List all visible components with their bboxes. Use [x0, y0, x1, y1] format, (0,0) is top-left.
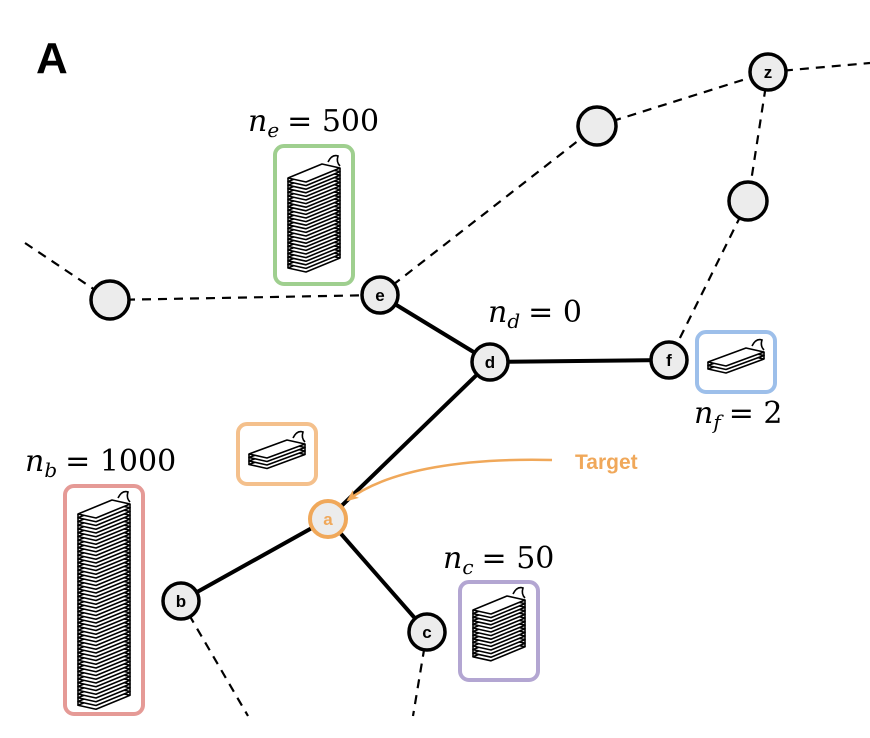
- node-b: b: [161, 581, 201, 621]
- node-d-label: d: [485, 353, 495, 372]
- document-stack-icon: [248, 430, 306, 470]
- graph-node: [89, 279, 131, 321]
- node-d: d: [470, 342, 510, 382]
- panel-label: A: [36, 34, 68, 83]
- solid-edge-d-f: [489, 358, 670, 364]
- node-e-label: e: [375, 286, 384, 305]
- count-label-b: nb= 1000: [25, 444, 176, 482]
- node-c: c: [407, 612, 447, 652]
- dashed-edge: [596, 70, 769, 128]
- count-label-c: nc= 50: [443, 541, 554, 579]
- document-stack-icon: [287, 154, 341, 273]
- dashed-edge: [411, 631, 429, 717]
- document-stack-icon: [707, 338, 765, 374]
- node-a-target: a: [308, 499, 348, 539]
- count-label-e: ne= 500: [248, 104, 379, 142]
- node-f: f: [649, 340, 689, 380]
- node-f-label: f: [666, 351, 672, 370]
- node-a-label: a: [323, 510, 333, 529]
- node-b-label: b: [176, 592, 186, 611]
- document-stack-icon: [472, 586, 526, 662]
- graph-node: [727, 180, 769, 222]
- solid-edge-a-b: [180, 517, 329, 603]
- dashed-edge: [668, 200, 749, 361]
- dashed-edge: [180, 600, 249, 717]
- solid-edge-e-d: [378, 293, 492, 364]
- dashed-edge: [379, 125, 598, 296]
- node-z: z: [748, 52, 788, 92]
- node-c-label: c: [422, 623, 431, 642]
- target-label: Target: [575, 451, 638, 474]
- dashed-edge: [109, 293, 381, 302]
- count-label-d: nd= 0: [488, 295, 582, 333]
- dashed-edge: [746, 71, 770, 202]
- solid-edge-a-c: [326, 517, 429, 634]
- count-label-f: nf= 2: [694, 396, 783, 434]
- node-e: e: [360, 275, 400, 315]
- document-stack-icon: [77, 490, 131, 711]
- dashed-edges: [24, 61, 870, 717]
- target-arrow: [346, 458, 553, 502]
- graph-node: [576, 105, 618, 147]
- node-z-label: z: [764, 63, 773, 82]
